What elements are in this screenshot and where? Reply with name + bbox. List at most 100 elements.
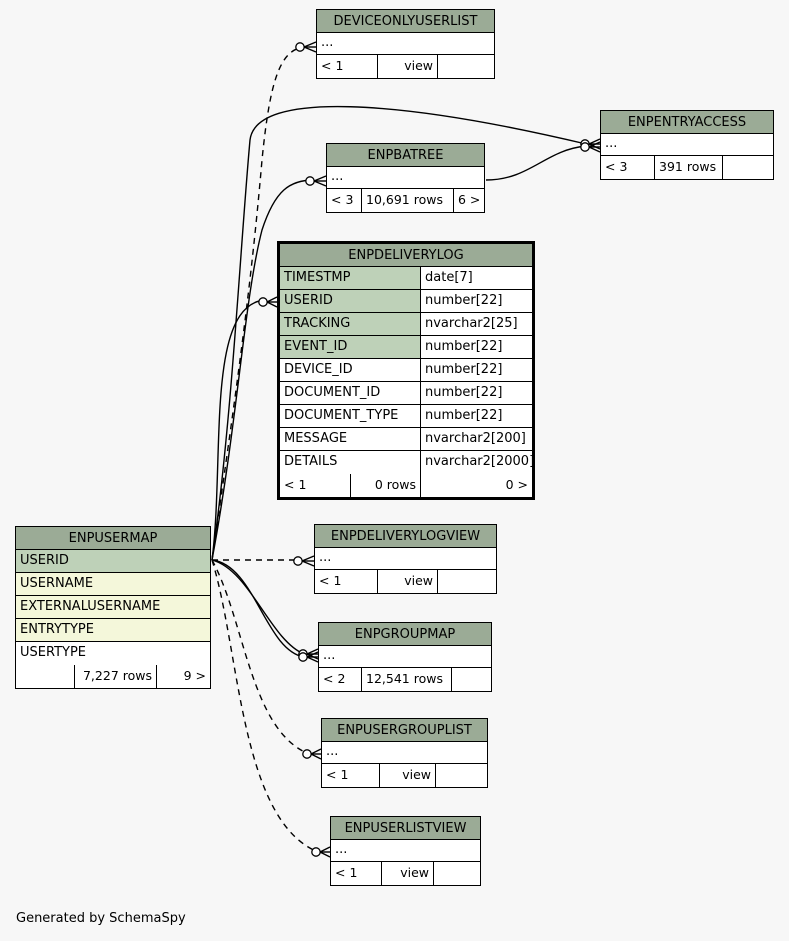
column-name: ENTRYTYPE [16,619,210,641]
table-ellipsis: ... [331,840,480,862]
row-count: view [381,862,433,885]
column-type: number[22] [420,359,532,381]
table-ellipsis: ... [327,167,484,189]
crowfoot-deviceonlyuserlist [295,41,317,53]
parents-count[interactable]: < 1 [284,477,307,492]
table-footer: < 3 10,691 rows 6 > [327,189,484,212]
table-ellipsis: ... [317,33,494,55]
parents-count[interactable]: < 1 [319,573,342,588]
table-ellipsis: ... [319,646,491,668]
table-enpgroupmap[interactable]: ENPGROUPMAP ... < 2 12,541 rows [318,622,492,692]
table-title[interactable]: ENPUSERGROUPLIST [322,719,487,742]
table-title[interactable]: ENPUSERLISTVIEW [331,817,480,840]
table-footer: < 1 view [322,764,487,787]
children-count[interactable] [437,570,496,593]
table-footer: < 1 view [315,570,496,593]
column-row: USERTYPE [16,642,210,665]
table-footer: 7,227 rows 9 > [16,665,210,688]
column-row: USERID [16,550,210,573]
children-count[interactable]: 9 > [156,665,210,688]
table-title[interactable]: ENPBATREE [327,144,484,167]
column-name: USERTYPE [16,642,210,665]
column-type: number[22] [420,405,532,427]
column-name: TRACKING [280,313,420,335]
table-footer: < 2 12,541 rows [319,668,491,691]
column-name: DOCUMENT_TYPE [280,405,420,427]
generated-by-footer[interactable]: Generated by SchemaSpy [16,911,186,926]
table-title[interactable]: ENPDELIVERYLOGVIEW [315,525,496,548]
table-title[interactable]: ENPGROUPMAP [319,623,491,646]
edge-enpuserlistview [211,559,319,853]
crowfoot-enpusergrouplist [302,748,322,760]
column-name: EXTERNALUSERNAME [16,596,210,618]
crowfoot-enpbatree [305,175,327,187]
parents-count[interactable]: < 1 [326,767,349,782]
table-footer: < 1 0 rows 0 > [280,474,532,497]
children-count[interactable] [451,668,491,691]
table-enpdeliverylogview[interactable]: ENPDELIVERYLOGVIEW ... < 1 view [314,524,497,594]
table-deviceonlyuserlist[interactable]: DEVICEONLYUSERLIST ... < 1 view [316,9,495,79]
column-row: ENTRYTYPE [16,619,210,642]
parents-count[interactable]: < 3 [605,159,628,174]
table-title[interactable]: ENPUSERMAP [16,527,210,550]
column-name: EVENT_ID [280,336,420,358]
row-count: view [377,570,437,593]
edge-enpgroupmap-b [211,559,305,658]
column-name: USERNAME [16,573,210,595]
children-count[interactable] [433,862,480,885]
parents-count[interactable]: < 1 [321,58,344,73]
column-row: EXTERNALUSERNAME [16,596,210,619]
crowfoot-enpdeliverylogview [293,555,315,567]
row-count: 0 rows [350,474,420,497]
edge-enpbatree [211,179,315,561]
row-count: 12,541 rows [361,668,451,691]
table-enpusergrouplist[interactable]: ENPUSERGROUPLIST ... < 1 view [321,718,488,788]
edge-enpentryaccess-batree [485,145,587,181]
edge-enpentryaccess-top [211,105,587,561]
table-enpentryaccess[interactable]: ENPENTRYACCESS ... < 3 391 rows [600,110,774,180]
table-footer: < 1 view [317,55,494,78]
children-count[interactable]: 6 > [453,189,484,212]
row-count: view [377,55,437,78]
table-title[interactable]: ENPDELIVERYLOG [280,244,532,267]
table-ellipsis: ... [315,548,496,570]
crowfoot-enpentryaccess-b [580,141,601,153]
column-type: nvarchar2[25] [420,313,532,335]
table-enpuserlistview[interactable]: ENPUSERLISTVIEW ... < 1 view [330,816,481,886]
column-type: nvarchar2[200] [420,428,532,450]
column-type: number[22] [420,336,532,358]
row-count: 7,227 rows [74,665,156,688]
children-count[interactable] [437,55,494,78]
table-title[interactable]: ENPENTRYACCESS [601,111,773,134]
children-count[interactable] [435,764,487,787]
parents-count[interactable]: < 1 [335,865,358,880]
column-name: DOCUMENT_ID [280,382,420,404]
table-ellipsis: ... [601,134,773,156]
parents-count[interactable]: < 2 [323,671,346,686]
crowfoot-enpgroupmap-b [298,651,319,663]
table-title[interactable]: DEVICEONLYUSERLIST [317,10,494,33]
parents-count[interactable] [16,665,74,688]
children-count[interactable]: 0 > [420,474,532,497]
row-count: 10,691 rows [361,189,453,212]
column-type: number[22] [420,382,532,404]
column-name: TIMESTMP [280,267,420,289]
crowfoot-enpdeliverylog [258,296,278,308]
crowfoot-enpuserlistview [311,846,331,858]
table-footer: < 3 391 rows [601,156,773,179]
children-count[interactable] [722,156,773,179]
edge-enpdeliverylog [211,299,266,561]
table-enpbatree[interactable]: ENPBATREE ... < 3 10,691 rows 6 > [326,143,485,213]
edge-enpgroupmap-a [211,559,305,655]
column-name: USERID [280,290,420,312]
parents-count[interactable]: < 3 [331,192,354,207]
